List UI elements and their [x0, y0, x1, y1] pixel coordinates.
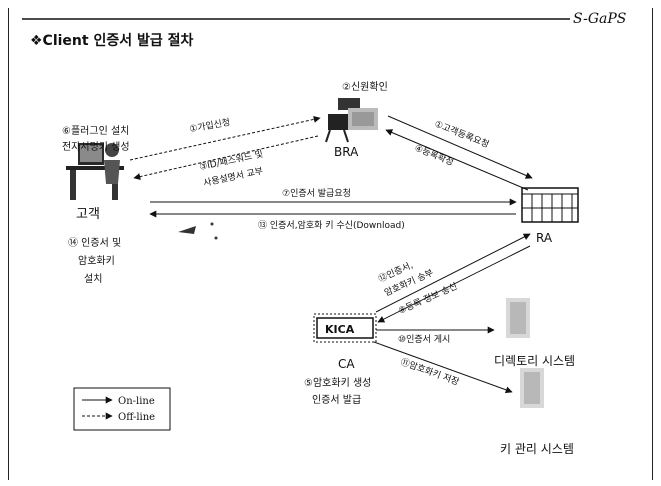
ca-icon — [313, 313, 377, 343]
keymgmt-label: 키 관리 시스템 — [500, 442, 574, 456]
flow-reg-info-arrow — [377, 245, 531, 323]
keymgmt-icon — [520, 368, 544, 408]
legend: On-line Off-line — [73, 387, 171, 431]
ca-label: CA — [338, 357, 355, 371]
slide-frame — [8, 8, 653, 480]
ca-logo: KICA — [325, 323, 355, 336]
download-indicator — [178, 222, 218, 240]
bra-step2: ②신원확인 — [342, 81, 388, 93]
flow-cert-receive-label: ⑬ 인증서,암호화 키 수신(Download) — [258, 219, 405, 231]
flow-join-arrow — [129, 115, 321, 161]
flow-cert-send-arrow — [375, 233, 531, 313]
ca-step5-b: 인증서 발급 — [312, 394, 361, 406]
ca-step5-a: ⑤암호화키 생성 — [304, 377, 371, 389]
page-title: ❖Client 인증서 발급 절차 — [30, 32, 193, 49]
directory-label: 디렉토리 시스템 — [494, 354, 575, 368]
directory-icon — [506, 298, 530, 338]
flow-idpw-arrow — [133, 135, 319, 181]
flow-key-store-label: ⑪암호화키 저장 — [399, 356, 461, 388]
flow-register-confirm-arrow — [385, 129, 529, 191]
customer-step14-a: ⑭ 인증서 및 — [68, 237, 121, 249]
flow-register-request-arrow — [387, 115, 533, 179]
customer-step14-b: 암호화키 — [78, 255, 115, 267]
customer-step14-c: 설치 — [84, 273, 102, 285]
ra-icon — [521, 187, 579, 223]
customer-step6-sub: 전자서명키 생성 — [62, 141, 130, 153]
flow-key-store-arrow — [373, 341, 513, 394]
bra-label: BRA — [334, 145, 359, 159]
customer-icon — [66, 143, 124, 200]
flow-cert-request-label: ⑦인증서 발급요청 — [282, 188, 351, 199]
flow-cert-publish-label: ⑩인증서 게시 — [398, 334, 450, 345]
customer-label: 고객 — [76, 207, 100, 222]
brand-mark: S-GaPS — [573, 11, 626, 27]
flow-register-request-label: ①고객등록요청 — [433, 119, 491, 151]
ra-label: RA — [536, 231, 553, 245]
customer-step6: ⑥플러그인 설치 — [62, 125, 129, 137]
bra-icon — [325, 98, 378, 143]
legend-offline-label: Off-line — [118, 412, 155, 423]
flow-register-confirm-label: ④등록확정 — [413, 142, 456, 169]
legend-online-label: On-line — [118, 396, 155, 407]
flow-join-label: ①가입신청 — [188, 116, 231, 135]
